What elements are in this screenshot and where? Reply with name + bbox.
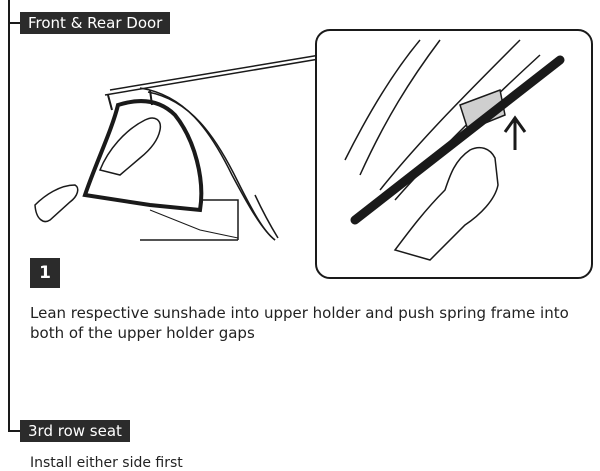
section-label-3rd-row-seat: 3rd row seat bbox=[20, 420, 130, 442]
upper-holder-clip bbox=[107, 89, 153, 111]
section-tick-3rd bbox=[8, 430, 20, 432]
step-number-badge: 1 bbox=[30, 258, 60, 288]
step-instruction-text: Lean respective sunshade into upper hold… bbox=[30, 304, 569, 342]
section-bracket-line bbox=[8, 0, 10, 430]
section-tick-front bbox=[8, 22, 20, 24]
car-door-drawing bbox=[104, 54, 326, 241]
sunshade-frame-drawing bbox=[82, 99, 204, 213]
zoom-detail-drawing bbox=[344, 39, 541, 201]
hand-drawing-left bbox=[34, 117, 162, 223]
up-arrow-icon bbox=[503, 115, 527, 150]
hand-drawing-zoom bbox=[393, 146, 499, 261]
sunshade-installation-illustration bbox=[34, 29, 593, 279]
section-label-front-rear-door: Front & Rear Door bbox=[20, 12, 171, 34]
spring-frame-rod bbox=[350, 55, 565, 225]
third-row-instruction-text: Install either side first bbox=[30, 455, 183, 471]
